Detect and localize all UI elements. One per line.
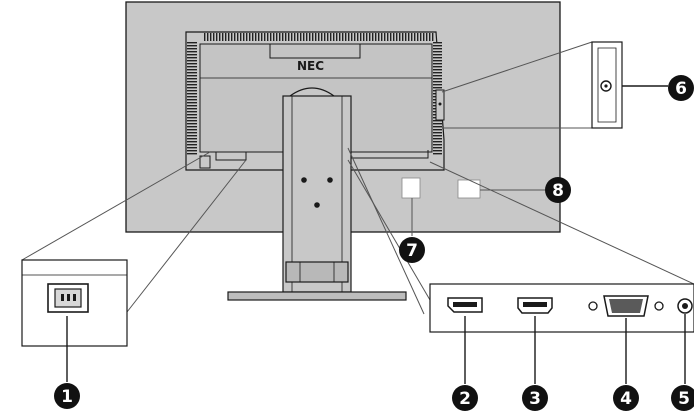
nec-logo: NEC	[297, 59, 324, 73]
top-vent	[203, 33, 435, 41]
power-inlet-icon	[47, 283, 89, 313]
callout-2: 2	[452, 385, 478, 411]
rating-label	[457, 179, 481, 199]
callout-7-label: 7	[406, 241, 418, 261]
callout-6-label: 6	[675, 79, 687, 99]
security-slot-housing	[435, 89, 445, 121]
detail-security-slot	[591, 41, 668, 129]
hdmi-icon	[517, 297, 553, 314]
audio-jack-icon	[677, 298, 693, 314]
callout-7: 7	[399, 237, 425, 263]
vga-icon	[588, 295, 664, 317]
kensington-slot-icon	[600, 80, 612, 92]
detail-power-inlet	[21, 259, 128, 382]
callout-5: 5	[671, 385, 694, 411]
callout-1: 1	[54, 383, 80, 409]
callout-3: 3	[522, 385, 548, 411]
callout-3-label: 3	[529, 389, 541, 409]
stand	[227, 87, 407, 301]
cable-holder	[285, 261, 349, 283]
callout-5-label: 5	[678, 389, 690, 409]
callout-2-label: 2	[459, 389, 471, 409]
callout-6: 6	[668, 75, 694, 101]
callout-4: 4	[613, 385, 639, 411]
cable-clip	[401, 177, 421, 199]
callout-4-label: 4	[620, 389, 632, 409]
callout-8: 8	[545, 177, 571, 203]
displayport-icon	[447, 297, 483, 313]
leader-lines	[21, 41, 694, 315]
callout-1-label: 1	[61, 387, 73, 407]
left-vent	[187, 42, 197, 156]
detail-connector-panel	[429, 283, 694, 384]
callout-8-label: 8	[552, 181, 564, 201]
